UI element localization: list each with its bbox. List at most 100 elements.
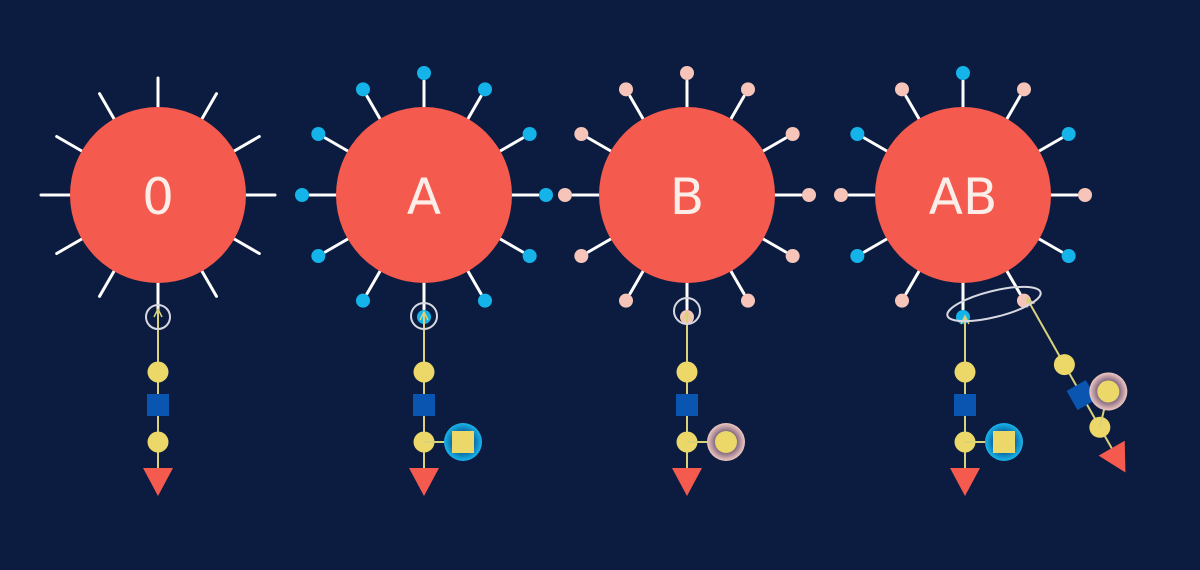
antigen-b-dot	[574, 127, 589, 141]
spike	[496, 136, 525, 154]
antigen-a-dot	[311, 249, 326, 263]
spike	[365, 267, 383, 296]
spike	[55, 236, 86, 255]
spike	[862, 236, 891, 254]
galactose-circle	[1097, 380, 1120, 403]
glycan-chain	[409, 310, 482, 496]
antigen-a-dot	[478, 293, 492, 308]
cell-label: A	[407, 168, 441, 226]
spike	[365, 94, 383, 123]
antigen-a-dot	[522, 127, 537, 141]
antigen-a-dot	[478, 82, 492, 97]
fucose-triangle	[143, 468, 173, 496]
spike	[496, 236, 525, 254]
antigen-b-dot	[574, 249, 589, 263]
antigen-b-dot	[1078, 188, 1092, 202]
antigen-b-dot	[680, 66, 694, 80]
spike	[1004, 94, 1022, 123]
antigen-a-dot	[1061, 127, 1076, 141]
spike	[323, 236, 352, 254]
cell-label: 0	[142, 168, 174, 226]
antigen-b-dot	[834, 188, 848, 202]
antigen-b-dot	[619, 293, 633, 308]
spike	[98, 92, 117, 123]
galnac-square	[993, 431, 1015, 453]
red-blood-cell	[70, 107, 246, 283]
antigen-b-dot	[558, 188, 572, 202]
spike	[628, 94, 646, 123]
arrow-head-icon	[153, 307, 163, 318]
antigen-a-dot	[956, 66, 970, 80]
antigen-b-dot	[895, 293, 909, 308]
red-blood-cell	[336, 107, 512, 283]
antigen-a-dot	[1061, 249, 1076, 263]
spike	[1035, 236, 1064, 254]
cell-label: AB	[929, 168, 998, 226]
spike	[1035, 136, 1064, 154]
fucose-triangle	[409, 468, 439, 496]
antigen-a-dot	[295, 188, 309, 202]
spike	[1004, 267, 1022, 296]
galactose-circle	[1053, 354, 1075, 376]
arrow-head-icon	[1026, 297, 1035, 308]
spike	[586, 136, 615, 154]
antigen-b-dot	[741, 293, 755, 308]
cell-0: 0	[39, 76, 277, 314]
galactose-circle	[413, 361, 435, 383]
spike	[465, 267, 483, 296]
galnac-square	[452, 431, 474, 453]
glycan-chain	[143, 307, 173, 496]
antigen-a-dot	[850, 127, 865, 141]
glcnac-square	[954, 394, 976, 416]
cell-b: B	[558, 66, 816, 324]
cell-label: B	[670, 168, 704, 226]
spike	[728, 94, 746, 123]
spike	[323, 136, 352, 154]
spike	[728, 267, 746, 296]
antigen-b-dot	[619, 82, 633, 97]
glcnac-square	[147, 394, 169, 416]
glcnac-square	[413, 394, 435, 416]
antigen-b-dot	[785, 127, 800, 141]
antigen-b-dot	[895, 82, 909, 97]
spike	[759, 236, 788, 254]
spike	[628, 267, 646, 296]
antigen-b-dot	[802, 188, 816, 202]
galactose-circle	[676, 361, 698, 383]
cell-a: A	[295, 66, 553, 324]
spike	[98, 267, 117, 298]
fucose-triangle	[950, 468, 980, 496]
antigen-a-dot	[356, 293, 370, 308]
spike	[904, 94, 922, 123]
fucose-triangle	[672, 468, 702, 496]
glcnac-square	[1066, 380, 1097, 411]
highlight-ring	[410, 302, 438, 330]
galactose-circle	[147, 431, 169, 453]
galactose-circle	[954, 361, 976, 383]
antigen-b-dot	[1017, 82, 1031, 97]
spike	[904, 267, 922, 296]
galactose-circle	[147, 361, 169, 383]
arrow-head-icon	[682, 310, 692, 321]
spike	[586, 236, 615, 254]
antigen-a-dot	[850, 249, 865, 263]
antigen-a-dot	[522, 249, 537, 263]
spike	[55, 135, 86, 154]
antigen-a-dot	[539, 188, 553, 202]
galactose-circle	[715, 431, 737, 453]
spike	[230, 135, 261, 154]
arrow-head-icon	[419, 310, 429, 321]
spike	[759, 136, 788, 154]
spike	[465, 94, 483, 123]
spike	[230, 236, 261, 255]
antigen-a-dot	[356, 82, 370, 97]
red-blood-cell	[875, 107, 1051, 283]
glcnac-square	[676, 394, 698, 416]
spike	[199, 92, 218, 123]
highlight-ellipse	[946, 285, 1042, 323]
glycan-chain-diagonal	[1026, 297, 1128, 473]
highlight-ring	[673, 297, 701, 325]
cell-ab: AB	[834, 66, 1092, 324]
